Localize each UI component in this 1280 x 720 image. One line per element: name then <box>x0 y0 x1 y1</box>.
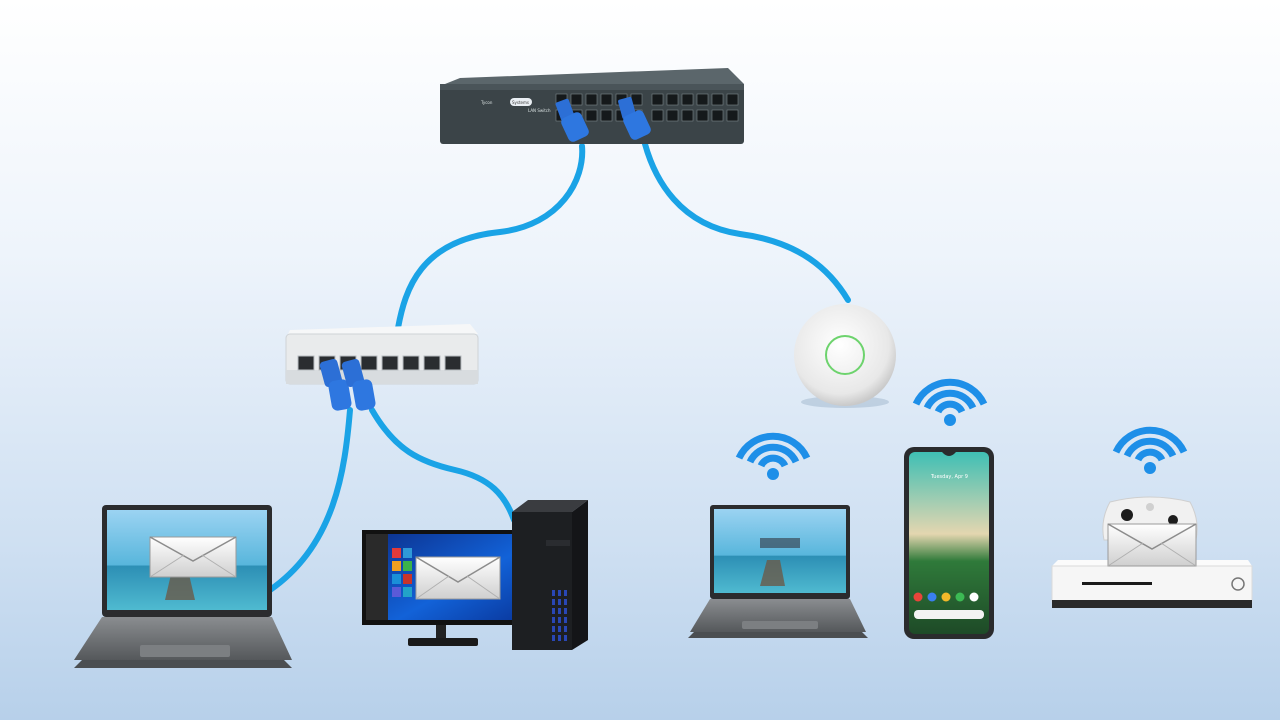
core-switch-connectors <box>555 96 651 142</box>
wifi-icon <box>912 378 988 426</box>
phone-wireless: Tuesday, Apr 9 <box>904 447 994 639</box>
wifi-icon <box>735 432 811 480</box>
switch-port <box>681 109 694 122</box>
access-point <box>794 304 896 408</box>
ethernet-cables <box>267 141 851 593</box>
switch-port <box>444 355 462 371</box>
envelope-icon <box>149 536 237 578</box>
phone-date: Tuesday, Apr 9 <box>930 474 968 480</box>
switch-port <box>297 355 315 371</box>
cable-switch-to-laptop <box>267 407 353 593</box>
small-switch-connectors <box>319 359 376 411</box>
switch-port <box>696 93 709 106</box>
switch-port <box>666 109 679 122</box>
switch-port <box>585 93 598 106</box>
switch-port <box>651 109 664 122</box>
laptop-wireless <box>688 505 868 638</box>
switch-port <box>423 355 441 371</box>
switch-port <box>711 109 724 122</box>
switch-port <box>360 355 378 371</box>
core-switch-brand: Tycon <box>480 100 493 105</box>
envelope-icon <box>1107 523 1197 567</box>
switch-port <box>651 93 664 106</box>
cable-switch-to-desktop <box>369 407 517 523</box>
tower-vent <box>552 590 567 641</box>
cable-core-to-access-point <box>642 141 851 303</box>
small-switch <box>285 324 479 411</box>
switch-port <box>570 93 583 106</box>
switch-port <box>402 355 420 371</box>
phone-app-icons <box>913 592 979 602</box>
small-switch-ports <box>297 355 462 371</box>
console-wireless <box>1051 496 1253 608</box>
switch-port <box>666 93 679 106</box>
switch-port <box>681 93 694 106</box>
desktop-wired <box>362 500 588 650</box>
core-switch: Tycon Systems LAN Switch <box>440 68 744 144</box>
switch-port <box>600 93 613 106</box>
core-switch-ports <box>555 93 739 122</box>
laptop-wired <box>74 505 292 668</box>
core-switch-badge: Systems <box>512 100 529 105</box>
switch-port <box>726 109 739 122</box>
cable-core-to-small-switch <box>395 143 586 331</box>
core-switch-model: LAN Switch <box>528 108 551 113</box>
switch-port <box>696 109 709 122</box>
wifi-icon <box>1112 426 1188 474</box>
switch-port <box>585 109 598 122</box>
switch-port <box>600 109 613 122</box>
switch-port <box>381 355 399 371</box>
switch-port <box>726 93 739 106</box>
envelope-icon <box>415 556 501 600</box>
switch-port <box>711 93 724 106</box>
start-menu-tiles <box>392 548 412 597</box>
